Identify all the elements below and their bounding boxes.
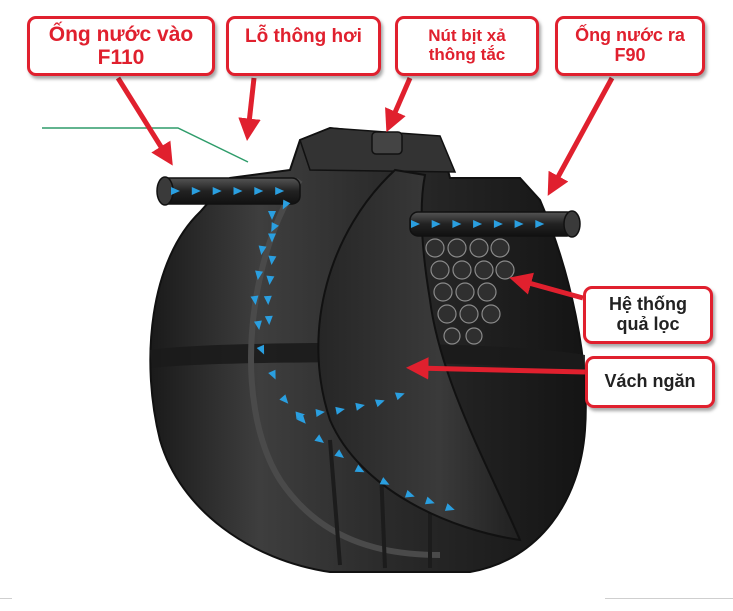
flow-arrow (258, 245, 267, 255)
flow-arrow (535, 220, 545, 228)
flow-arrow (424, 496, 435, 505)
label-vent-hole: Lỗ thông hơi (226, 16, 381, 76)
callout-arrow-vent (238, 77, 261, 141)
callout-arrow-outlet (547, 76, 615, 196)
label-outlet-pipe: Ống nước ra F90 (555, 16, 705, 76)
filter-media (425, 238, 515, 345)
drain-plug (371, 131, 403, 155)
guide-line (42, 127, 249, 163)
flow-arrow (354, 464, 365, 473)
flow-arrow (355, 402, 365, 411)
flow-arrow (171, 187, 180, 195)
flow-arrow (264, 315, 273, 325)
flow-arrow (452, 220, 462, 228)
flow-arrow (275, 187, 285, 195)
flow-arrow (212, 187, 222, 195)
flow-arrow (268, 369, 276, 380)
label-drain-plug: Nút bịt xả thông tắc (395, 16, 539, 76)
flow-arrow (268, 211, 276, 220)
outlet-pipe-end (563, 210, 581, 238)
flow-arrow (473, 220, 483, 228)
footer-divider-left (0, 598, 12, 599)
flow-arrow (266, 275, 275, 285)
flow-arrow (379, 477, 390, 485)
flow-arrow (334, 449, 344, 459)
label-inlet-pipe: Ống nước vào F110 (27, 16, 215, 76)
flow-arrow (279, 394, 289, 404)
callout-arrow-plug (385, 77, 413, 133)
label-filter-system: Hệ thống quả lọc (583, 286, 713, 344)
flow-arrow (250, 295, 259, 305)
label-baffle: Vách ngăn (585, 356, 715, 408)
water-flow-arrows (171, 187, 545, 511)
flow-arrow (444, 503, 455, 511)
baffle-wall (317, 168, 522, 542)
flow-arrow (431, 220, 441, 228)
flow-arrow (295, 411, 305, 420)
flow-arrow (394, 392, 405, 401)
flow-arrow (233, 187, 243, 195)
flow-arrow (411, 220, 420, 228)
callout-arrow-baffle (406, 357, 586, 380)
flow-arrow (255, 270, 264, 280)
inner-shell (248, 178, 441, 558)
flow-arrow (404, 489, 415, 498)
flow-arrow (263, 295, 272, 305)
flow-arrow (282, 199, 291, 210)
inlet-pipe-end (156, 176, 174, 206)
flow-arrow (253, 320, 262, 330)
flow-arrow (256, 344, 265, 355)
footer-divider-right (605, 598, 733, 599)
flow-arrow (374, 399, 385, 408)
flow-arrow (514, 220, 524, 228)
flow-arrow (315, 409, 325, 417)
callout-arrow-filter (509, 272, 584, 301)
flow-arrow (296, 414, 306, 424)
callout-arrows (115, 76, 615, 380)
flow-arrow (268, 255, 277, 265)
callout-arrow-inlet (115, 76, 173, 166)
flow-arrow (254, 187, 264, 195)
flow-arrow (314, 434, 324, 444)
flow-arrow (493, 220, 503, 228)
flow-arrow (191, 187, 201, 195)
flow-arrow (271, 222, 279, 232)
flow-arrow (335, 406, 345, 415)
flow-arrow (268, 233, 276, 243)
